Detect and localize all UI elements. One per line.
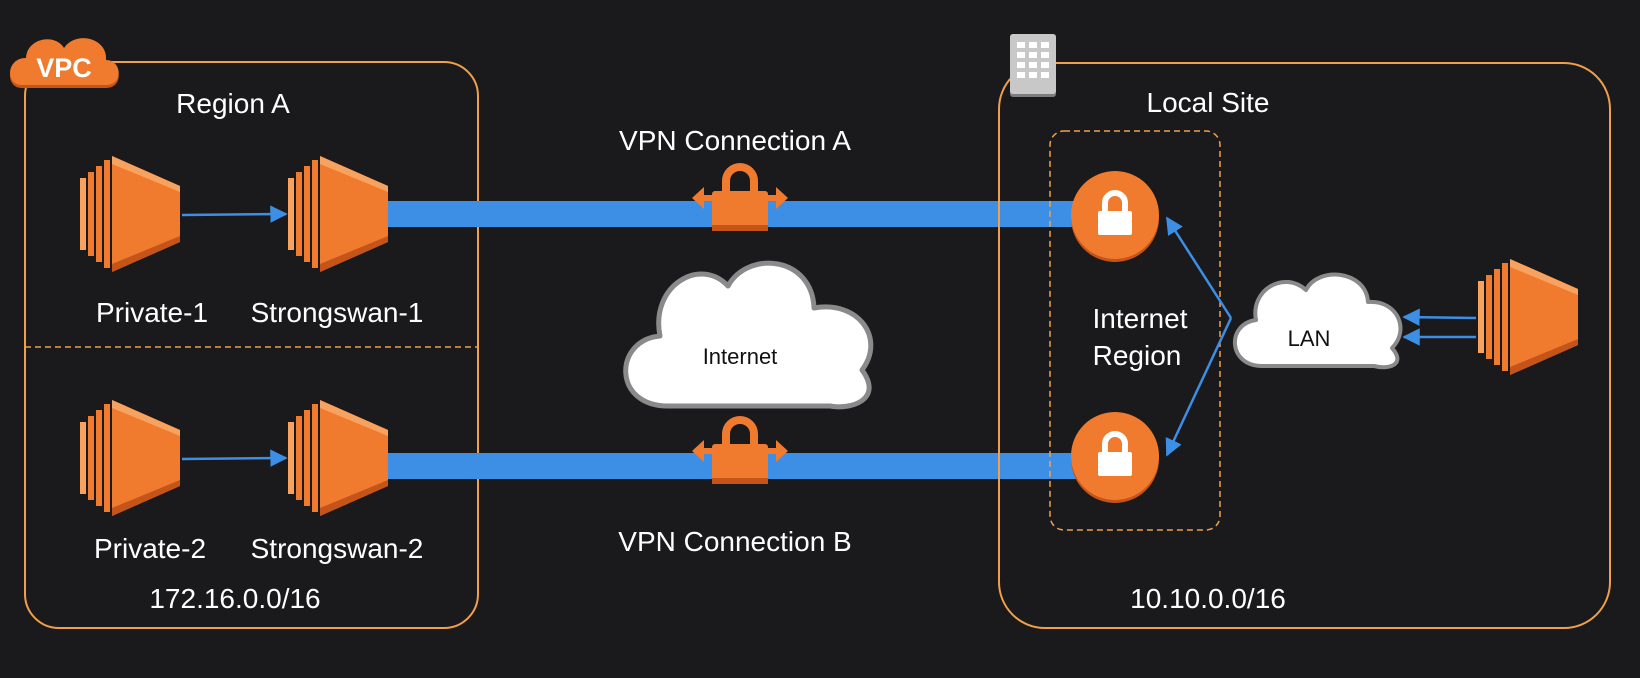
corporate-datacenter-icon [1010, 34, 1056, 97]
vpn-connection-b-label: VPN Connection B [618, 526, 851, 557]
customer-gateway-icon-a[interactable] [1071, 171, 1159, 262]
arrow-private-1-to-strongswan-1 [181, 205, 288, 223]
ec2-instance-icon-private-2[interactable] [80, 400, 180, 516]
internet-region-boundary [1049, 130, 1221, 531]
label-strongswan-1: Strongswan-1 [251, 297, 424, 328]
internet-region-label-line2: Region [1093, 340, 1182, 371]
internet-cloud-label: Internet [703, 344, 778, 369]
ec2-instance-icon-strongswan-2[interactable] [288, 400, 388, 516]
label-strongswan-2: Strongswan-2 [251, 533, 424, 564]
local-site-title: Local Site [1147, 87, 1270, 118]
label-private-1: Private-1 [96, 297, 208, 328]
local-site-cidr: 10.10.0.0/16 [1130, 583, 1286, 614]
ec2-instance-icon-on-prem-server[interactable] [1478, 259, 1578, 375]
region-a-boundary [24, 61, 479, 629]
arrow-private-2-to-strongswan-2 [181, 449, 288, 467]
internet-region-label-line1: Internet [1093, 303, 1188, 334]
arrow-server-to-lan-1 [1402, 308, 1477, 326]
vpc-cloud-icon: VPC [10, 38, 119, 88]
ec2-instance-icon-strongswan-1[interactable] [288, 156, 388, 272]
arrow-lan-to-gateway-a [1165, 216, 1233, 319]
region-a-title: Region A [176, 88, 290, 119]
customer-gateway-icon-b[interactable] [1071, 412, 1159, 503]
label-private-2: Private-2 [94, 533, 206, 564]
internet-cloud-icon: Internet [623, 260, 874, 410]
ec2-instance-icon-private-1[interactable] [80, 156, 180, 272]
lan-cloud-icon: LAN [1232, 272, 1403, 370]
region-a-cidr: 172.16.0.0/16 [149, 583, 320, 614]
vpc-badge-label: VPC [36, 53, 92, 83]
arrow-lan-to-gateway-b [1165, 317, 1233, 457]
local-site-boundary [998, 62, 1611, 629]
vpn-connection-a-label: VPN Connection A [619, 125, 851, 156]
lan-cloud-label: LAN [1288, 326, 1331, 351]
